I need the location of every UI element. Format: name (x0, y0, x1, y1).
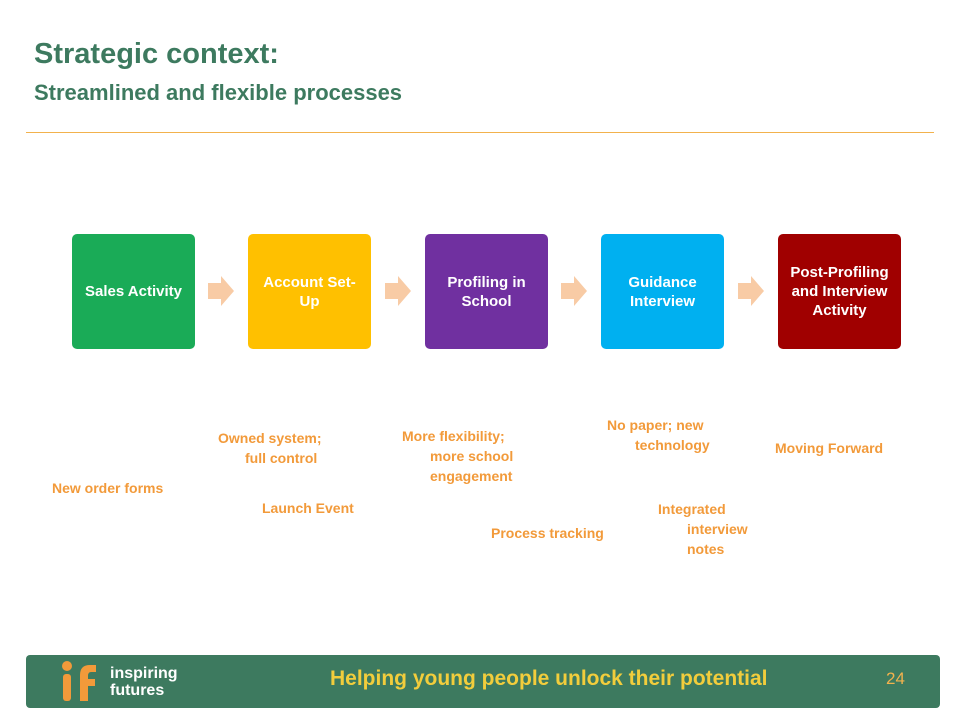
step-post-profiling-interview-activity: Post-Profiling and Interview Activity (778, 234, 901, 349)
step-sales-activity: Sales Activity (72, 234, 195, 349)
step-account-set-up: Account Set-Up (248, 234, 371, 349)
slide-title: Strategic context: (34, 38, 279, 70)
logo-line: inspiring (110, 665, 178, 682)
step-guidance-interview: Guidance Interview (601, 234, 724, 349)
note-moving-forward: Moving Forward (775, 440, 884, 456)
slide-subtitle: Streamlined and flexible processes (34, 80, 403, 105)
note-owned-system: Owned system; full control (218, 428, 321, 468)
arrow-right-icon (738, 276, 764, 306)
note-new-order-forms: New order forms (52, 480, 164, 496)
arrow-right-icon (561, 276, 587, 306)
note-line: technology (635, 437, 710, 453)
step-profiling-in-school: Profiling in School (425, 234, 548, 349)
note-integrated-interview-notes: Integrated interview notes (658, 499, 748, 559)
footer-tagline: Helping young people unlock their potent… (330, 667, 768, 690)
note-line: More flexibility; (402, 428, 505, 444)
header-divider (26, 132, 934, 133)
note-line: Integrated (658, 501, 726, 517)
footer-banner: inspiring futures Helping young people u… (26, 655, 940, 708)
arrow-right-icon (385, 276, 411, 306)
note-line: notes (687, 541, 725, 557)
note-launch-event: Launch Event (262, 500, 354, 516)
note-process-tracking: Process tracking (491, 525, 604, 541)
note-no-paper: No paper; new technology (607, 415, 710, 455)
note-line: more school (430, 448, 514, 464)
arrow-right-icon (208, 276, 234, 306)
note-more-flexibility: More flexibility; more school engagement (402, 426, 513, 486)
logo-line: futures (110, 682, 165, 699)
note-line: engagement (430, 468, 513, 484)
page-number: 24 (886, 669, 905, 688)
note-line: full control (245, 450, 318, 466)
note-line: Owned system; (218, 430, 322, 446)
note-line: No paper; new (607, 417, 704, 433)
note-line: interview (687, 521, 748, 537)
inspiring-futures-logo-icon (62, 661, 96, 701)
logo-wordmark: inspiring futures (110, 665, 178, 699)
